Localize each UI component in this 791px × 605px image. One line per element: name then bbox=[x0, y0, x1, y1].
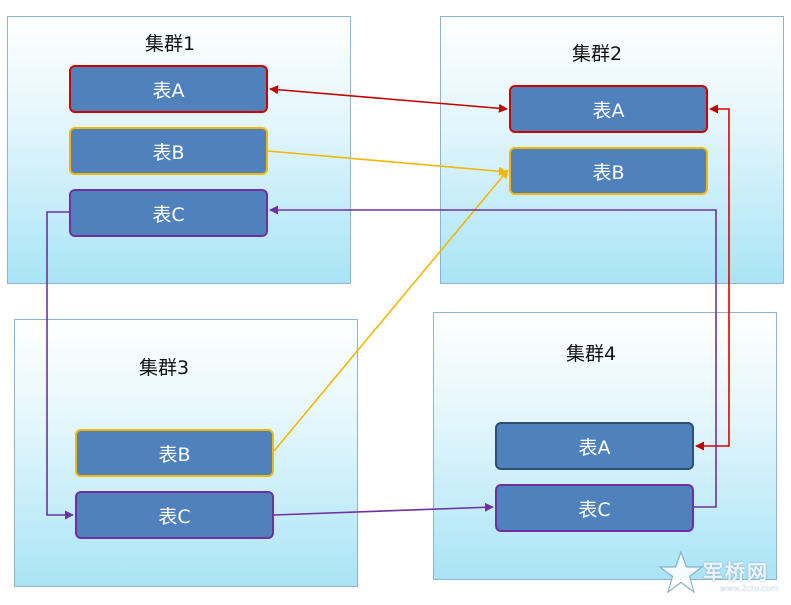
watermark-text: 军桥网 bbox=[703, 560, 769, 584]
watermark: 军桥网 www.2cto.com bbox=[658, 548, 786, 600]
link-b-cluster3-cluster2 bbox=[273, 169, 509, 452]
cluster-2-table-a: 表A bbox=[509, 85, 708, 133]
link-a-cluster2-cluster4 bbox=[695, 104, 730, 451]
cluster-4-table-a: 表A bbox=[495, 422, 694, 470]
cluster-3-table-c: 表C bbox=[75, 491, 274, 539]
cluster-1-table-b: 表B bbox=[69, 127, 268, 175]
cluster-4-title: 集群4 bbox=[566, 343, 617, 365]
link-c-cluster4-cluster1 bbox=[269, 205, 717, 508]
cluster-1-table-c: 表C bbox=[69, 189, 268, 237]
star-logo-icon bbox=[658, 550, 704, 594]
cluster-2-table-b: 表B bbox=[509, 147, 708, 195]
cluster-2-title: 集群2 bbox=[572, 43, 623, 65]
link-b-cluster1-cluster2 bbox=[267, 150, 508, 176]
watermark-url: www.2cto.com bbox=[720, 584, 779, 593]
cluster-1-table-a: 表A bbox=[69, 65, 268, 113]
cluster-1-title: 集群1 bbox=[145, 33, 196, 55]
link-c-cluster3-cluster4 bbox=[273, 502, 494, 516]
cluster-2: 集群2 bbox=[440, 16, 784, 284]
cluster-4-table-c: 表C bbox=[495, 484, 694, 532]
cluster-3-table-b: 表B bbox=[75, 429, 274, 477]
link-a-cluster1-cluster2 bbox=[269, 85, 508, 113]
link-c-cluster1-cluster3 bbox=[46, 211, 74, 520]
cluster-3-title: 集群3 bbox=[139, 357, 190, 379]
